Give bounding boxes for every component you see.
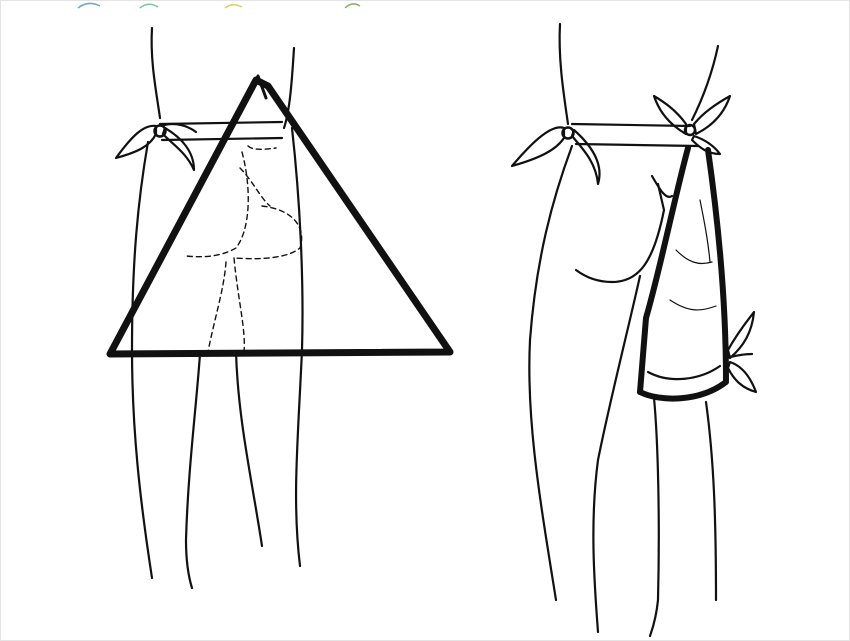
left-panel-figure — [110, 28, 450, 588]
left-knot-icon — [116, 124, 196, 170]
right-thigh-knot-icon — [726, 312, 756, 392]
right-waist-band — [572, 124, 698, 146]
left-torso-outline — [152, 28, 294, 128]
left-legs-outline — [132, 128, 303, 588]
right-waist-knot-icon — [512, 127, 600, 184]
right-legs-outline — [529, 146, 716, 636]
right-panel-figure — [512, 24, 756, 636]
applied-bandage-icon — [640, 148, 726, 399]
right-torso-outline — [560, 24, 718, 124]
